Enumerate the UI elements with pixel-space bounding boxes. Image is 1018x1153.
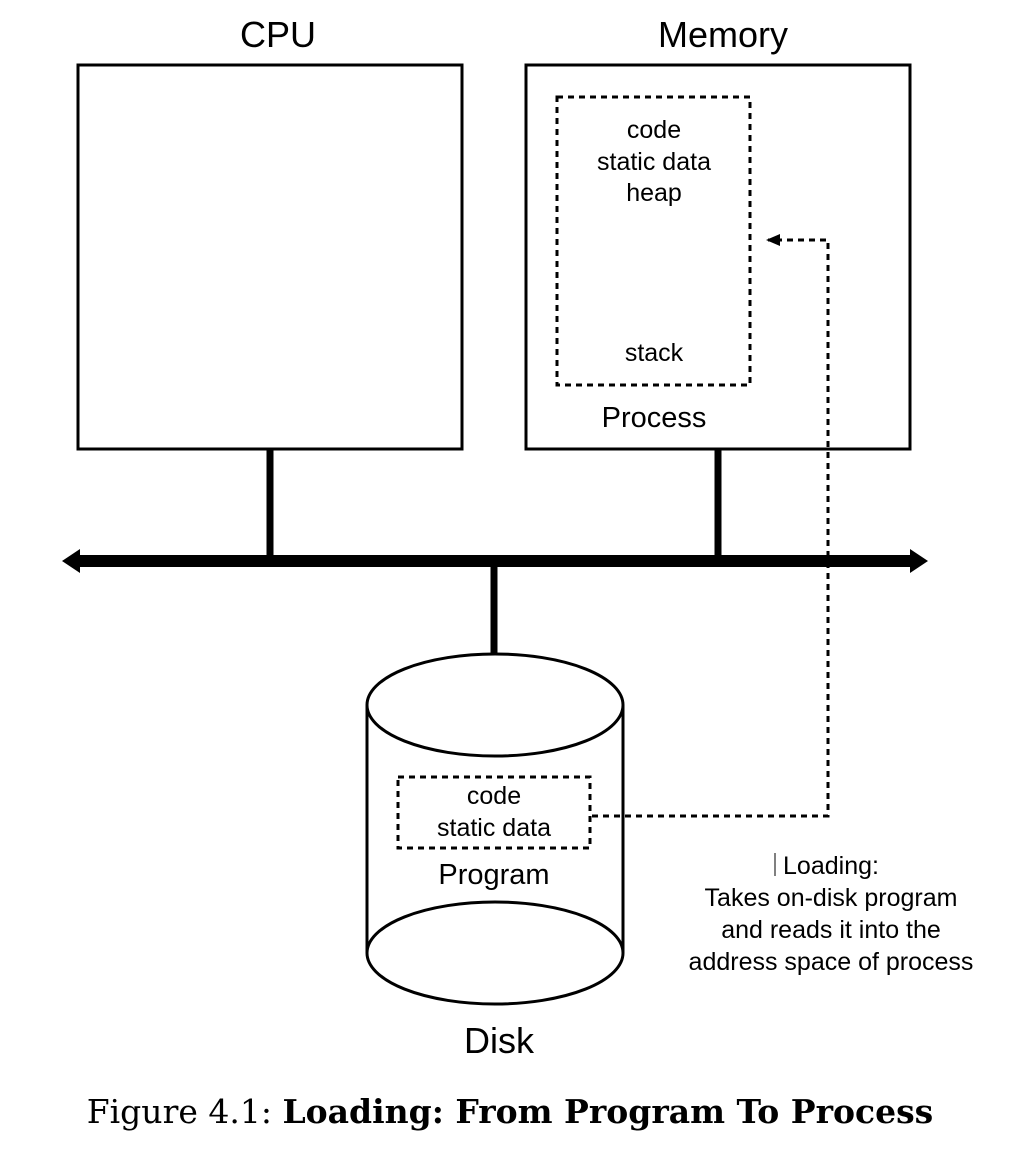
memory-label: Memory [658, 14, 788, 55]
loading-arrow [592, 234, 830, 818]
program-label: Program [438, 859, 549, 891]
process-segment-stack: stack [625, 339, 684, 367]
system-bus [62, 549, 928, 573]
program-segment-static-data: static data [437, 814, 551, 842]
figure-caption-prefix: Figure 4.1: [87, 1092, 283, 1131]
program-segment-code: code [467, 782, 521, 810]
loading-note-line-3: and reads it into the [721, 916, 941, 944]
cpu-box [76, 63, 464, 451]
process-segment-heap: heap [626, 179, 682, 207]
cpu-label: CPU [240, 14, 316, 55]
process-label: Process [602, 402, 707, 434]
figure-caption-title: Loading: From Program To Process [282, 1092, 933, 1131]
process-box [555, 95, 752, 387]
figure-caption: Figure 4.1: Loading: From Program To Pro… [87, 1092, 934, 1131]
process-segment-code: code [627, 116, 681, 144]
loading-note-line-1: Loading: [783, 852, 879, 880]
loading-note-line-4: address space of process [689, 948, 974, 976]
memory-box [524, 63, 912, 451]
disk-cylinder [365, 652, 625, 1006]
disk-label: Disk [464, 1020, 535, 1061]
loading-note-line-2: Takes on-disk program [705, 884, 958, 912]
process-segment-static-data: static data [597, 148, 711, 176]
